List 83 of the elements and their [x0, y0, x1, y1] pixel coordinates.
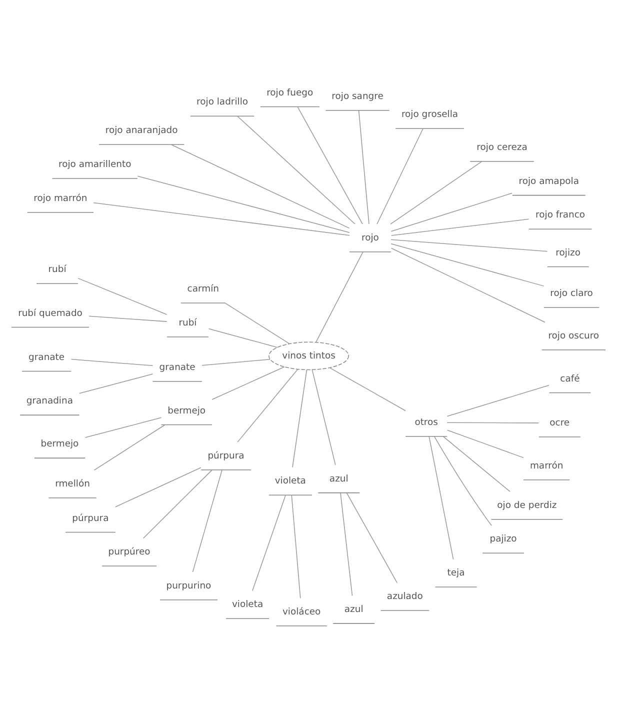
connector — [94, 424, 166, 471]
node-text: granadina — [26, 396, 73, 407]
connector — [442, 436, 510, 492]
node-text: azul — [344, 604, 364, 615]
node-text: teja — [447, 568, 465, 579]
node-text: rojo amarillento — [58, 159, 132, 170]
connector — [340, 492, 353, 596]
node-text: rojo marrón — [34, 192, 88, 204]
node-text: bermejo — [168, 405, 206, 416]
node-text: café — [560, 373, 580, 384]
connector — [84, 417, 162, 438]
node-text: violeta — [274, 476, 306, 487]
node-text: rmellón — [55, 478, 90, 490]
node-text: rojo franco — [536, 210, 586, 221]
connector — [390, 243, 544, 286]
connector — [390, 248, 546, 323]
node-text: granate — [159, 362, 196, 373]
node-text: violáceo — [282, 606, 321, 618]
connector — [115, 467, 202, 508]
connector — [346, 492, 398, 584]
connector — [390, 218, 530, 236]
connector — [252, 494, 286, 592]
connector — [390, 192, 512, 232]
node-ellipse: vinos tintos — [268, 342, 350, 370]
connector — [291, 494, 301, 599]
connector — [78, 278, 168, 315]
node-text: azulado — [386, 591, 423, 602]
connector — [390, 161, 482, 224]
node-text: bermejo — [40, 438, 79, 450]
node-text: pajizo — [490, 534, 517, 545]
node-text: carmín — [187, 284, 219, 295]
node-text: rojo anaranjado — [105, 125, 178, 136]
node-text: rojizo — [556, 247, 580, 258]
connector — [376, 128, 424, 224]
connector — [224, 302, 290, 344]
connector — [237, 116, 356, 224]
connector — [446, 384, 550, 417]
connector — [446, 430, 524, 458]
connector — [192, 470, 222, 572]
connector — [428, 436, 454, 560]
connector — [208, 328, 278, 348]
connector — [78, 374, 154, 394]
connector — [434, 436, 492, 526]
node-text: púrpura — [208, 450, 244, 462]
node-text: granate — [28, 352, 65, 363]
connector — [292, 369, 308, 468]
node-text: rojo fuego — [266, 87, 314, 98]
connector — [237, 368, 298, 442]
node-text: púrpura — [72, 512, 109, 524]
connector — [390, 239, 548, 252]
node-text: rubí quemado — [18, 308, 82, 319]
connector — [316, 252, 364, 343]
connector — [88, 316, 168, 322]
node-text: purpurino — [166, 580, 212, 592]
connector — [170, 144, 350, 229]
node-text: rubí — [48, 264, 66, 276]
node-text: rubí — [178, 317, 197, 328]
connector — [202, 358, 270, 366]
node-text: otros — [414, 416, 438, 428]
connector — [329, 367, 406, 412]
connector — [212, 366, 285, 400]
node-text: rojo amapola — [518, 176, 580, 187]
connector — [137, 176, 350, 233]
node-text: violeta — [232, 599, 264, 610]
node-text: rojo — [362, 232, 379, 244]
connector — [70, 358, 154, 366]
connector — [142, 470, 212, 539]
connector — [446, 422, 540, 424]
connector — [93, 202, 350, 236]
node-text: rojo grosella — [401, 109, 458, 120]
node-text: rojo oscuro — [548, 330, 600, 342]
connector — [297, 106, 363, 224]
node-text: ojo de perdiz — [497, 500, 557, 511]
node-text: marrón — [530, 460, 564, 472]
node-text: rojo claro — [550, 288, 593, 300]
connector — [312, 369, 336, 466]
connector — [358, 110, 370, 224]
node-text: azul — [329, 473, 348, 484]
node-text: ocre — [550, 417, 570, 428]
node-text: purpúreo — [108, 546, 150, 558]
node-text: rojo sangre — [332, 90, 384, 102]
node-text: rojo ladrillo — [196, 96, 248, 108]
node-text: rojo cereza — [476, 142, 528, 153]
